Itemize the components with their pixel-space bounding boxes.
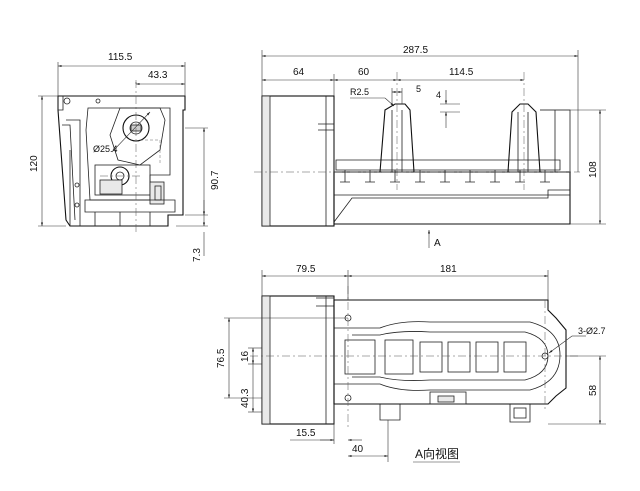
dim-90-7: 90.7	[210, 170, 221, 190]
label-holes: 3-Ø2.7	[578, 326, 606, 336]
dim-79-5: 79.5	[296, 264, 316, 275]
dim-40: 40	[352, 444, 364, 455]
front-housing-outline	[57, 95, 186, 227]
dim-58: 58	[588, 384, 599, 396]
bottom-view: 3-Ø2.7 79.5 181 76.5 16 40.3 15.5 40	[216, 264, 606, 463]
dim-16: 16	[240, 350, 251, 362]
view-caption: A向视图	[415, 446, 459, 461]
label-diameter: Ø25.4	[93, 144, 118, 154]
dim-64: 64	[293, 67, 305, 78]
side-view: A 287.5 64 60 114.5 R2.5 5 4 108	[254, 45, 606, 249]
right-upright	[507, 103, 541, 173]
dim-15-5: 15.5	[296, 428, 316, 439]
dim-4: 4	[436, 90, 441, 100]
dim-43-3: 43.3	[148, 70, 168, 81]
dim-76-5: 76.5	[216, 348, 227, 368]
dim-108: 108	[588, 161, 599, 178]
bottom-tray	[333, 299, 567, 405]
dim-181: 181	[440, 264, 457, 275]
bottom-compartments	[344, 339, 527, 375]
bottom-motor-housing	[261, 295, 335, 425]
dim-5: 5	[416, 84, 421, 94]
ejector-fingers	[335, 159, 561, 183]
dim-120: 120	[29, 155, 40, 172]
label-radius: R2.5	[350, 87, 369, 97]
front-view: Ø25.4 115.5 43.3 120 90.7	[29, 52, 221, 262]
dim-60: 60	[358, 67, 370, 78]
dim-40-3: 40.3	[240, 388, 251, 408]
view-arrow-a: A	[434, 238, 441, 249]
dim-114-5: 114.5	[449, 67, 474, 78]
dim-7-3: 7.3	[192, 248, 203, 262]
dim-287-5: 287.5	[403, 45, 428, 56]
motor-housing	[261, 95, 335, 227]
dim-115-5: 115.5	[108, 52, 133, 63]
